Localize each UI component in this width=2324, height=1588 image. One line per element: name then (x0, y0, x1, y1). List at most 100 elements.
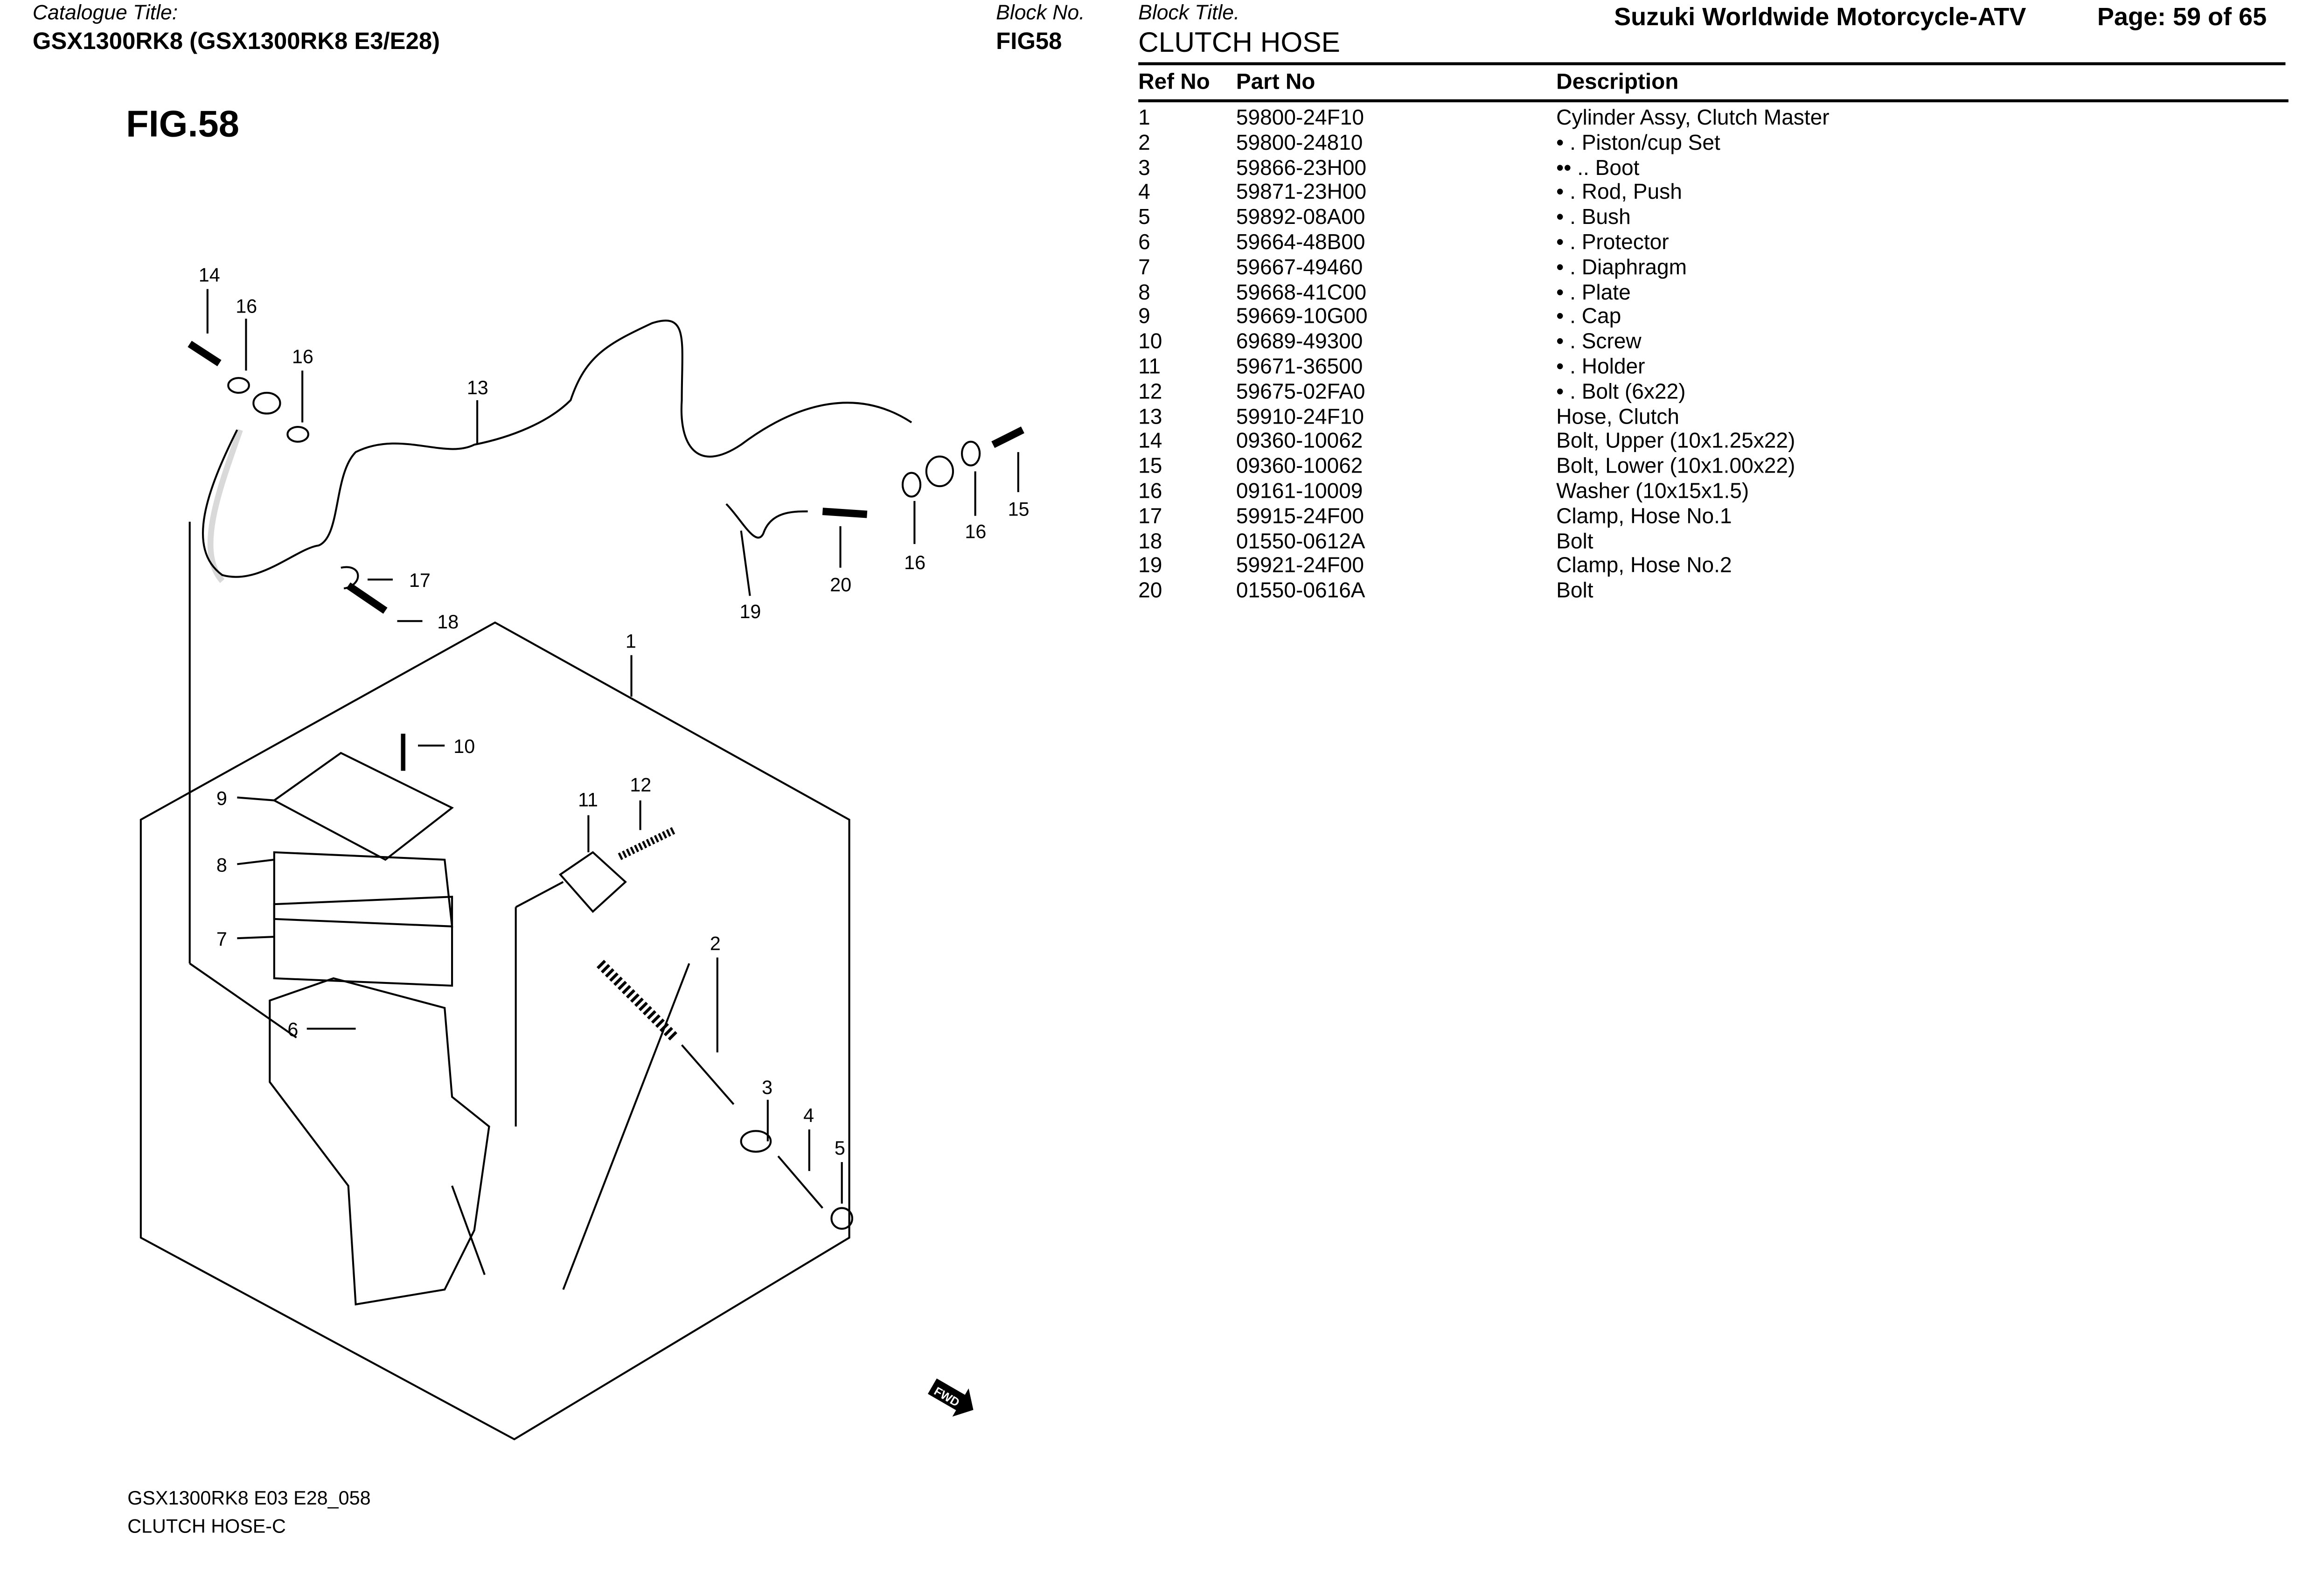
ref-no-cell: 8 (1138, 281, 1150, 305)
part-no-cell: 59667-49460 (1236, 256, 1363, 280)
callout-18: 18 (437, 611, 459, 633)
clutch-hose (202, 320, 912, 578)
ref-no-cell: 18 (1138, 530, 1162, 554)
block-title-label: Block Title. (1138, 0, 1240, 24)
part-no-cell: 59671-36500 (1236, 355, 1363, 380)
ref-no-cell: 4 (1138, 181, 1150, 205)
catalogue-title: GSX1300RK8 (GSX1300RK8 E3/E28) (32, 29, 440, 55)
page-number: Page: 59 of 65 (2097, 3, 2267, 31)
callout-14: 14 (199, 265, 220, 286)
table-row: 3 59866-23H00 •• .. Boot (1138, 157, 2280, 182)
callout-16: 16 (236, 295, 257, 317)
description-cell: • . Holder (1556, 355, 1645, 380)
callout-20: 20 (830, 574, 851, 596)
ref-no-cell: 1 (1138, 106, 1150, 131)
ref-no-cell: 13 (1138, 405, 1162, 430)
part-no-cell: 59910-24F10 (1236, 405, 1364, 430)
ref-no-cell: 15 (1138, 455, 1162, 479)
ref-no-cell: 17 (1138, 505, 1162, 529)
description-cell: • . Protector (1556, 231, 1669, 255)
description-cell: • . Cap (1556, 306, 1621, 330)
figure-caption-name: CLUTCH HOSE-C (127, 1515, 286, 1537)
column-ref-no: Ref No (1138, 70, 1210, 95)
figure-title: FIG.58 (126, 104, 239, 146)
diagram-lines (139, 289, 1024, 1441)
callout-17: 17 (409, 570, 431, 591)
block-no: FIG58 (996, 29, 1062, 55)
description-cell: Washer (10x15x1.5) (1556, 480, 1749, 504)
table-row: 2 59800-24810 • . Piston/cup Set (1138, 132, 2280, 157)
description-cell: • . Diaphragm (1556, 256, 1687, 280)
callout-19: 19 (739, 601, 761, 622)
callout-16: 16 (965, 521, 986, 542)
ref-no-cell: 12 (1138, 380, 1162, 404)
table-row: 18 01550-0612A Bolt (1138, 530, 2280, 555)
part-no-cell: 59871-23H00 (1236, 181, 1367, 205)
description-cell: Clamp, Hose No.2 (1556, 555, 1732, 579)
description-cell: •• .. Boot (1556, 156, 1640, 181)
callout-12: 12 (630, 774, 651, 796)
description-cell: • . Plate (1556, 281, 1631, 305)
part-no-cell: 59675-02FA0 (1236, 380, 1365, 404)
part-no-cell: 09161-10009 (1236, 480, 1363, 504)
forward-arrow-icon: FWD (927, 1378, 974, 1417)
callout-6: 6 (287, 1019, 298, 1040)
table-row: 19 59921-24F00 Clamp, Hose No.2 (1138, 555, 2280, 580)
header-divider (1138, 62, 2286, 65)
ref-no-cell: 9 (1138, 306, 1150, 330)
part-no-cell: 01550-0612A (1236, 530, 1365, 554)
ref-no-cell: 7 (1138, 256, 1150, 280)
callout-4: 4 (803, 1105, 814, 1126)
description-cell: • . Rod, Push (1556, 181, 1682, 205)
part-no-cell: 59892-08A00 (1236, 206, 1365, 230)
part-no-cell: 09360-10062 (1236, 430, 1363, 454)
part-no-cell: 59800-24810 (1236, 132, 1363, 155)
description-cell: Bolt (1556, 530, 1593, 554)
description-cell: • . Piston/cup Set (1556, 132, 1720, 155)
ref-no-cell: 10 (1138, 331, 1162, 355)
assembly-boundary (139, 621, 850, 1441)
publisher: Suzuki Worldwide Motorcycle-ATV (1614, 3, 2026, 31)
description-cell: Bolt, Upper (10x1.25x22) (1556, 430, 1795, 454)
description-cell: Bolt, Lower (10x1.00x22) (1556, 455, 1795, 479)
callout-15: 15 (1008, 499, 1030, 520)
column-header-divider (1138, 99, 2289, 103)
description-cell: Clamp, Hose No.1 (1556, 505, 1732, 529)
column-part-no: Part No (1236, 70, 1315, 95)
description-cell: • . Screw (1556, 331, 1642, 355)
ref-no-cell: 19 (1138, 555, 1162, 579)
callout-2: 2 (710, 933, 721, 954)
description-cell: Bolt (1556, 579, 1593, 604)
column-description: Description (1556, 70, 1679, 95)
table-row: 20 01550-0616A Bolt (1138, 580, 2280, 605)
callout-9: 9 (216, 787, 227, 809)
part-no-cell: 59866-23H00 (1236, 156, 1367, 181)
part-no-cell: 59915-24F00 (1236, 505, 1364, 529)
table-row: 17 59915-24F00 Clamp, Hose No.1 (1138, 505, 2280, 530)
callout-13: 13 (467, 377, 488, 398)
description-cell: • . Bush (1556, 206, 1631, 230)
description-cell: • . Bolt (6x22) (1556, 380, 1686, 404)
callout-1: 1 (626, 630, 636, 652)
callout-3: 3 (762, 1077, 772, 1098)
ref-no-cell: 2 (1138, 132, 1150, 155)
ref-no-cell: 20 (1138, 579, 1162, 604)
callout-16: 16 (904, 552, 925, 573)
part-no-cell: 01550-0616A (1236, 579, 1365, 604)
ref-no-cell: 3 (1138, 156, 1150, 181)
block-title: CLUTCH HOSE (1138, 28, 1340, 60)
callout-16: 16 (292, 346, 313, 367)
part-no-cell: 59921-24F00 (1236, 555, 1364, 579)
